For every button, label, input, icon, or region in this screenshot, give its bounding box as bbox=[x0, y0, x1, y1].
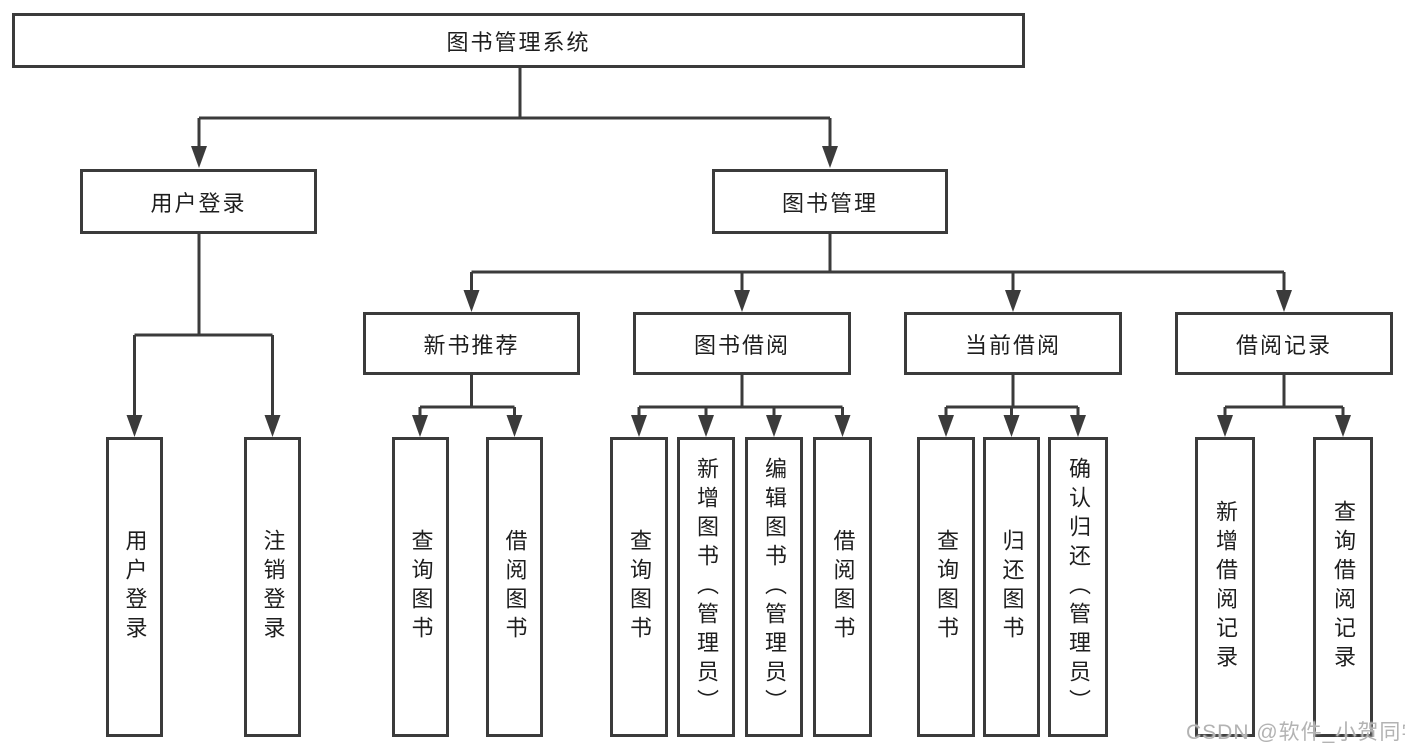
node-current-borrowing-label: 当前借阅 bbox=[964, 332, 1061, 358]
node-book-borrowing-label: 图书借阅 bbox=[693, 332, 790, 358]
leaf-recommend-query-book: 查询图书 bbox=[392, 437, 449, 737]
leaf-current-return-book: 归还图书 bbox=[983, 437, 1040, 737]
leaf-current-query-book: 查询图书 bbox=[917, 437, 975, 737]
node-user-login: 用户登录 bbox=[80, 169, 317, 234]
node-new-book-recommend: 新书推荐 bbox=[363, 312, 580, 375]
leaf-current-query-book-label: 查询图书 bbox=[934, 529, 959, 645]
leaf-recommend-borrow-book-label: 借阅图书 bbox=[502, 529, 528, 645]
leaf-borrowing-add-book-admin: 新增图书（管理员） bbox=[677, 437, 735, 737]
leaf-records-query-record-label: 查询借阅记录 bbox=[1331, 500, 1356, 674]
leaf-records-query-record: 查询借阅记录 bbox=[1313, 437, 1373, 737]
leaf-borrowing-borrow-book: 借阅图书 bbox=[813, 437, 872, 737]
node-book-management-label: 图书管理 bbox=[781, 190, 878, 216]
leaf-borrowing-borrow-book-label: 借阅图书 bbox=[830, 529, 856, 645]
leaf-borrowing-query-book: 查询图书 bbox=[610, 437, 668, 737]
leaf-logout: 注销登录 bbox=[244, 437, 301, 737]
node-new-book-recommend-label: 新书推荐 bbox=[423, 332, 520, 358]
node-book-management: 图书管理 bbox=[712, 169, 948, 234]
leaf-borrowing-add-book-admin-label: 新增图书（管理员） bbox=[694, 456, 719, 718]
node-book-borrowing: 图书借阅 bbox=[633, 312, 851, 375]
leaf-records-add-record-label: 新增借阅记录 bbox=[1213, 500, 1238, 674]
leaf-borrowing-edit-book-admin-label: 编辑图书（管理员） bbox=[762, 456, 787, 718]
leaf-borrowing-query-book-label: 查询图书 bbox=[627, 529, 652, 645]
csdn-watermark: CSDN @软件_小贺同学 bbox=[1186, 721, 1405, 744]
node-borrowing-records-label: 借阅记录 bbox=[1235, 332, 1332, 358]
node-root-label: 图书管理系统 bbox=[446, 29, 591, 55]
leaf-logout-label: 注销登录 bbox=[260, 529, 286, 645]
node-root: 图书管理系统 bbox=[12, 13, 1025, 68]
leaf-current-return-book-label: 归还图书 bbox=[999, 529, 1025, 645]
leaf-recommend-borrow-book: 借阅图书 bbox=[486, 437, 543, 737]
leaf-current-confirm-return-admin-label: 确认归还（管理员） bbox=[1066, 456, 1091, 718]
leaf-user-login: 用户登录 bbox=[106, 437, 163, 737]
leaf-current-confirm-return-admin: 确认归还（管理员） bbox=[1048, 437, 1108, 737]
leaf-records-add-record: 新增借阅记录 bbox=[1195, 437, 1255, 737]
node-borrowing-records: 借阅记录 bbox=[1175, 312, 1393, 375]
node-user-login-label: 用户登录 bbox=[150, 190, 247, 216]
leaf-recommend-query-book-label: 查询图书 bbox=[408, 529, 434, 645]
leaf-borrowing-edit-book-admin: 编辑图书（管理员） bbox=[745, 437, 803, 737]
node-current-borrowing: 当前借阅 bbox=[904, 312, 1122, 375]
leaf-user-login-label: 用户登录 bbox=[122, 529, 148, 645]
